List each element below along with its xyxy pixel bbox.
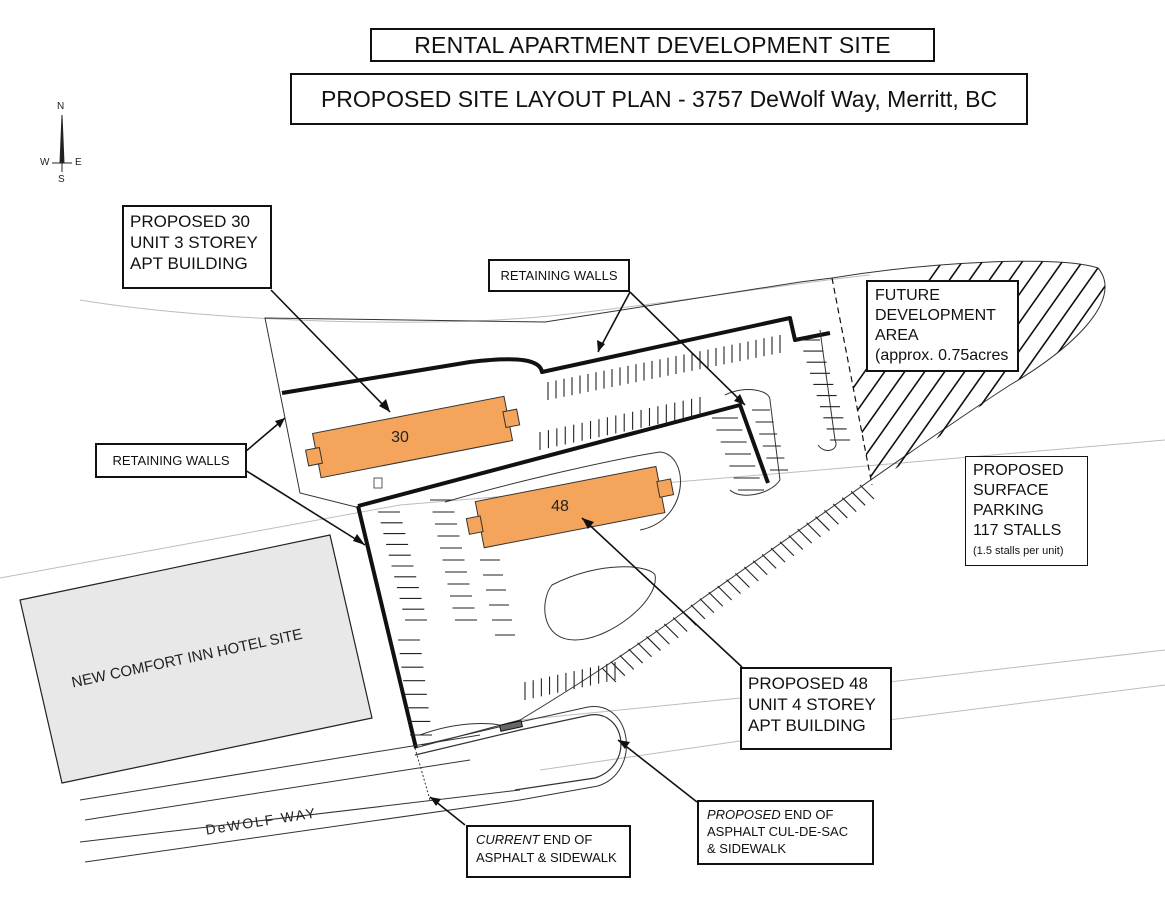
stair-detail bbox=[373, 477, 383, 489]
parking-stall-line bbox=[717, 585, 733, 601]
label-proposed-end: PROPOSED END OF ASPHALT CUL-DE-SAC & SID… bbox=[697, 800, 874, 865]
parking-stall-line bbox=[815, 516, 830, 531]
arrow-heads bbox=[275, 340, 745, 806]
compass-s: S bbox=[58, 174, 65, 185]
site-boundary bbox=[264, 260, 1106, 749]
label-line: (approx. 0.75acres bbox=[875, 347, 1009, 364]
label-proposed-48: PROPOSED 48 UNIT 4 STOREY APT BUILDING bbox=[740, 667, 892, 750]
parking-stall-line bbox=[761, 554, 777, 569]
parking-stall-line bbox=[735, 572, 750, 588]
label-line: 117 STALLS bbox=[973, 522, 1062, 539]
parking-stall-line bbox=[663, 623, 679, 639]
parking-stall-line bbox=[672, 617, 688, 632]
parking-stall-line bbox=[752, 560, 768, 576]
label-line: PARKING bbox=[973, 502, 1044, 519]
parking-stall-line bbox=[841, 497, 857, 513]
building-48-label: 48 bbox=[551, 498, 569, 515]
label-line: ASPHALT & SIDEWALK bbox=[476, 850, 617, 865]
compass-n: N bbox=[57, 101, 65, 112]
building-30 bbox=[305, 395, 521, 479]
callout-arrows bbox=[244, 289, 746, 826]
label-italic: PROPOSED bbox=[707, 807, 781, 822]
label-line: DEVELOPMENT bbox=[875, 307, 996, 324]
hotel-site bbox=[19, 534, 373, 784]
north-arrow bbox=[52, 114, 72, 172]
label-italic: CURRENT bbox=[476, 832, 540, 847]
retaining-walls bbox=[281, 316, 831, 749]
parking-stall-line bbox=[859, 484, 875, 500]
label-line: PROPOSED END OF bbox=[707, 806, 864, 823]
page-title: RENTAL APARTMENT DEVELOPMENT SITE bbox=[370, 28, 935, 62]
parking-stall-line bbox=[708, 591, 724, 607]
compass-w: W bbox=[40, 157, 50, 168]
label-retaining-walls-left: RETAINING WALLS bbox=[95, 443, 247, 478]
label-rest: END OF bbox=[539, 832, 593, 847]
parking-stall-line bbox=[637, 642, 652, 658]
page-subtitle: PROPOSED SITE LAYOUT PLAN - 3757 DeWolf … bbox=[290, 73, 1028, 125]
label-proposed-30: PROPOSED 30 UNIT 3 STOREY APT BUILDING bbox=[122, 205, 272, 289]
parking-stall-line bbox=[654, 629, 670, 645]
label-line: CURRENT END OF bbox=[476, 831, 621, 849]
parking-stall-line bbox=[646, 636, 661, 651]
parking-stall-line bbox=[779, 541, 795, 557]
parking-stall-line bbox=[832, 503, 848, 519]
parking-stall-line bbox=[619, 654, 635, 670]
label-line: PROPOSED 30 bbox=[130, 212, 250, 231]
label-line: PROPOSED bbox=[973, 462, 1064, 479]
parking-stall-line bbox=[797, 528, 813, 544]
label-line: & SIDEWALK bbox=[707, 841, 786, 856]
parking-stall-line bbox=[850, 490, 866, 506]
cul-de-sac bbox=[414, 706, 627, 801]
building-48 bbox=[465, 465, 675, 549]
label-line: FUTURE bbox=[875, 287, 940, 304]
label-future-development: FUTURE DEVELOPMENT AREA (approx. 0.75acr… bbox=[866, 280, 1019, 372]
sidewalk-marker bbox=[499, 720, 523, 732]
label-line: APT BUILDING bbox=[748, 716, 866, 735]
label-rest: END OF bbox=[780, 807, 834, 822]
label-retaining-walls-top: RETAINING WALLS bbox=[488, 259, 630, 292]
label-parking: PROPOSED SURFACE PARKING 117 STALLS (1.5… bbox=[965, 456, 1088, 566]
label-line: PROPOSED 48 bbox=[748, 674, 868, 693]
label-line: AREA bbox=[875, 327, 919, 344]
label-current-end: CURRENT END OF ASPHALT & SIDEWALK bbox=[466, 825, 631, 878]
street-name: DeWOLF WAY bbox=[204, 804, 318, 837]
parking-stall-line bbox=[824, 509, 839, 525]
label-line: UNIT 4 STOREY bbox=[748, 695, 876, 714]
label-line: UNIT 3 STOREY bbox=[130, 233, 258, 252]
parking-stall-line bbox=[601, 667, 617, 683]
building-30-label: 30 bbox=[391, 429, 409, 446]
compass-e: E bbox=[75, 157, 82, 168]
future-dashed-boundary bbox=[831, 277, 873, 486]
label-line: APT BUILDING bbox=[130, 254, 248, 273]
label-line: ASPHALT CUL-DE-SAC bbox=[707, 824, 849, 839]
parking-stall-line bbox=[628, 648, 644, 664]
parking-note: (1.5 stalls per unit) bbox=[973, 545, 1064, 557]
parking-stall-line bbox=[743, 566, 759, 582]
parking-stall-line bbox=[699, 598, 715, 613]
parking-stalls bbox=[378, 335, 875, 736]
parking-stall-line bbox=[788, 535, 804, 550]
label-line: SURFACE bbox=[973, 482, 1049, 499]
parking-stall-line bbox=[806, 522, 822, 538]
parking-stall-line bbox=[690, 604, 706, 620]
parking-stall-line bbox=[726, 579, 741, 595]
parking-stall-line bbox=[610, 661, 626, 677]
parking-stall-line bbox=[770, 547, 786, 563]
